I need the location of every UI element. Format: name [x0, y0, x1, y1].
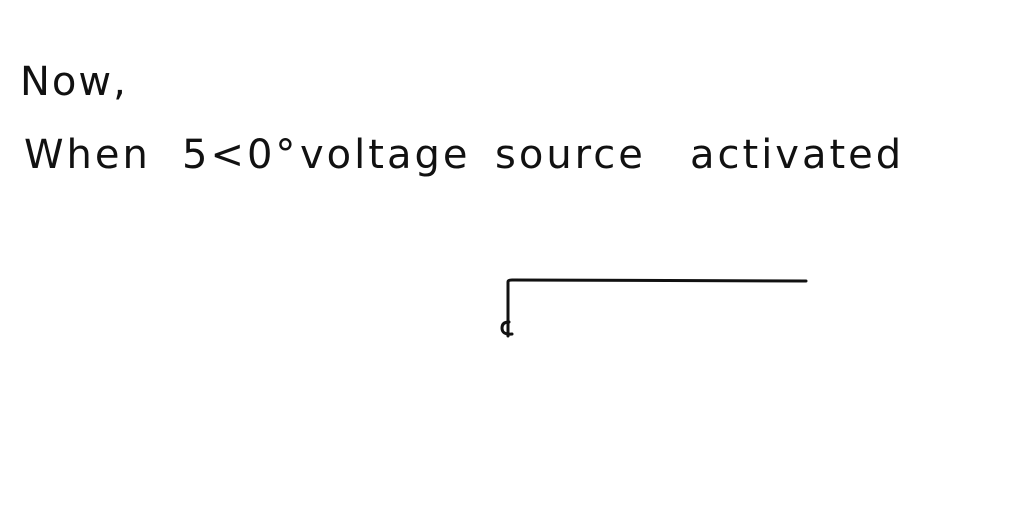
note-word-voltage: voltage — [300, 132, 471, 178]
circuit-wire-top — [506, 278, 808, 338]
note-word-when: When — [24, 132, 151, 178]
note-word-activated: activated — [690, 132, 905, 178]
note-line-now: Now, — [20, 59, 128, 105]
note-word-source: source — [495, 132, 646, 178]
circuit-wire-hook — [500, 320, 514, 336]
note-word-phasor: 5<0° — [182, 132, 299, 178]
